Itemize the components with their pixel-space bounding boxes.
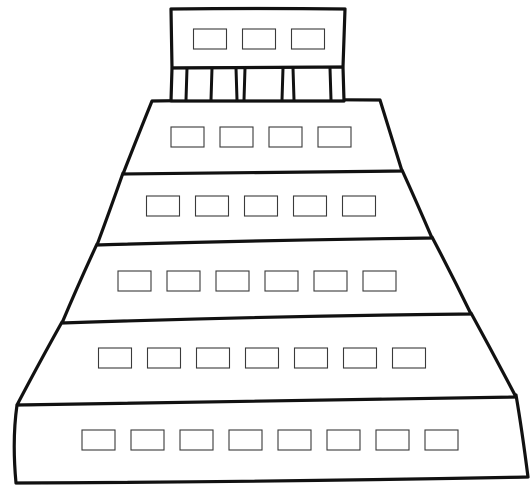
tier-1-answer-box[interactable] (171, 127, 204, 147)
tier-5-answer-box[interactable] (131, 430, 164, 450)
tier-4-answer-box[interactable] (295, 348, 328, 368)
tier-3-answer-box[interactable] (216, 271, 249, 291)
tier-5-answer-box[interactable] (376, 430, 409, 450)
tier-2-answer-box[interactable] (294, 196, 327, 216)
tier-3-answer-box[interactable] (363, 271, 396, 291)
top-block-answer-box[interactable] (243, 29, 276, 49)
tier-3-answer-box[interactable] (118, 271, 151, 291)
tier-4-answer-box[interactable] (148, 348, 181, 368)
post (211, 68, 212, 100)
tier-5-answer-box[interactable] (229, 430, 262, 450)
tier-4-answer-box[interactable] (197, 348, 230, 368)
tier-4-answer-box[interactable] (99, 348, 132, 368)
top-block-base (171, 67, 344, 101)
tier-1-answer-box[interactable] (269, 127, 302, 147)
tier-1-answer-box[interactable] (318, 127, 351, 147)
post (186, 68, 187, 100)
tier-4-answer-box[interactable] (344, 348, 377, 368)
tier-4-answer-box[interactable] (393, 348, 426, 368)
tier-5-answer-box[interactable] (327, 430, 360, 450)
post (244, 68, 245, 100)
tier-1-answer-box[interactable] (220, 127, 253, 147)
tier-4-answer-box[interactable] (246, 348, 279, 368)
tier-2-answer-box[interactable] (343, 196, 376, 216)
tier-5-answer-box[interactable] (82, 430, 115, 450)
tier-5-answer-box[interactable] (425, 430, 458, 450)
top-block (171, 9, 345, 102)
post (330, 68, 331, 100)
tier-3-answer-box[interactable] (265, 271, 298, 291)
post (282, 68, 283, 100)
post (236, 68, 237, 100)
tier-2-answer-box[interactable] (147, 196, 180, 216)
tier-2-answer-box[interactable] (196, 196, 229, 216)
tier-3-answer-box[interactable] (167, 271, 200, 291)
post (293, 68, 294, 100)
tier-3-answer-box[interactable] (314, 271, 347, 291)
top-block-answer-box[interactable] (194, 29, 227, 49)
tier-1-outline (123, 100, 402, 174)
tier-5-answer-box[interactable] (278, 430, 311, 450)
tier-2-answer-box[interactable] (245, 196, 278, 216)
top-block-answer-box[interactable] (292, 29, 325, 49)
tier-5-answer-box[interactable] (180, 430, 213, 450)
